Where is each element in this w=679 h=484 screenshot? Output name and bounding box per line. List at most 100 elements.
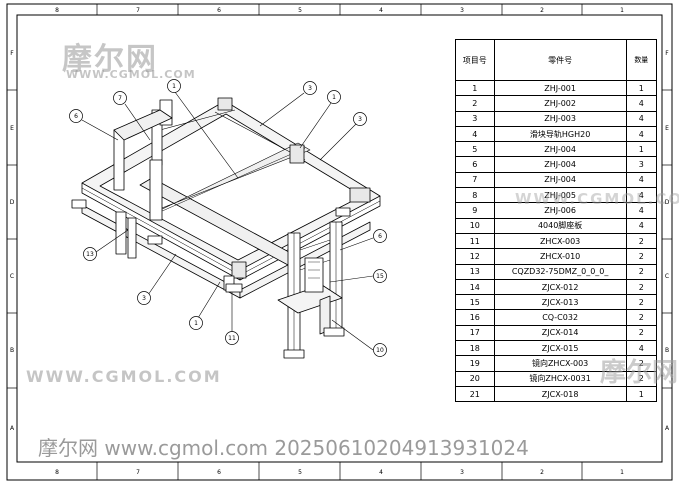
- bom-cell-index: 7: [455, 171, 495, 189]
- zone-bottom-2: 2: [540, 469, 544, 476]
- balloon-circle: [353, 112, 367, 126]
- balloon-label: 1: [194, 320, 198, 327]
- bom-cell-index: 1: [455, 79, 495, 97]
- zone-top-2: 2: [540, 7, 544, 14]
- balloon-label: 6: [378, 233, 382, 240]
- bom-cell-part: ZJCX-014: [493, 324, 627, 342]
- balloon-label: 15: [376, 273, 384, 280]
- frame-assembly: [71, 97, 381, 359]
- bom-cell-index: 5: [455, 141, 495, 158]
- bom-cell-qty: 2: [625, 309, 658, 326]
- bom-cell-part: ZHJ-003: [493, 110, 627, 127]
- bom-cell-index: 17: [455, 324, 495, 342]
- bom-cell-part: ZJCX-012: [493, 278, 627, 296]
- bom-cell-qty: 2: [625, 294, 658, 311]
- bom-cell-part: ZHJ-004: [493, 156, 627, 173]
- watermark-logo: 摩尔网: [600, 358, 679, 388]
- balloon-label: 3: [142, 295, 146, 302]
- zone-top-6: 6: [217, 7, 221, 14]
- zone-right-B: B: [665, 347, 669, 354]
- watermark-footer: 摩尔网 www.cgmol.com 20250610204913931024: [38, 436, 529, 460]
- bom-cell-qty: 2: [625, 324, 658, 342]
- bom-cell-qty: 1: [625, 141, 658, 158]
- bom-cell-qty: 4: [625, 125, 658, 143]
- zone-bottom-5: 5: [298, 469, 302, 476]
- bom-cell-index: 15: [455, 294, 495, 311]
- balloon-circle: [113, 91, 127, 105]
- watermark-site: WWW.CGMOL.COM: [515, 190, 679, 208]
- bom-cell-qty: 2: [625, 232, 658, 250]
- bom-cell-part: 滑块导轨HGH20: [493, 125, 627, 143]
- zone-top-1: 1: [620, 7, 624, 14]
- bom-cell-part: ZHJ-004: [493, 171, 627, 189]
- zone-right-F: F: [665, 50, 669, 57]
- leg-left-2: [127, 217, 137, 259]
- balloon-circle: [189, 316, 203, 330]
- watermark-logo: 摩尔网: [62, 42, 158, 77]
- balloon-label: 3: [308, 85, 312, 92]
- bom-cell-part: ZHCX-010: [493, 248, 627, 265]
- balloon-circle: [303, 81, 317, 95]
- zone-left-F: F: [10, 50, 14, 57]
- balloon-circle: [137, 291, 151, 305]
- zone-right-A: A: [665, 425, 670, 432]
- balloon-circle: [373, 269, 387, 283]
- balloon-circle: [373, 343, 387, 357]
- leg-left: [115, 211, 127, 255]
- bom-cell-index: 13: [455, 263, 495, 280]
- zone-ticks: [7, 4, 672, 480]
- balloon-label: 1: [172, 83, 176, 90]
- bom-cell-part: ZJCX-013: [493, 294, 627, 311]
- balloon-label: 3: [358, 116, 362, 123]
- bom-cell-index: 8: [455, 187, 495, 204]
- bom-cell-index: 20: [455, 370, 495, 387]
- zone-bottom-4: 4: [379, 469, 383, 476]
- zone-right-E: E: [665, 125, 669, 132]
- balloon-circle: [373, 229, 387, 243]
- bom-header-qty: 数量: [625, 39, 658, 81]
- zone-top-3: 3: [460, 7, 464, 14]
- bom-cell-index: 14: [455, 278, 495, 296]
- bom-cell-index: 6: [455, 156, 495, 173]
- bom-cell-qty: 2: [625, 248, 658, 265]
- inner-border: [16, 14, 663, 463]
- bom-cell-index: 18: [455, 340, 495, 357]
- zone-left-E: E: [10, 125, 14, 132]
- bom-header-row: 项目号 零件号 数量: [455, 39, 658, 81]
- bom-cell-qty: 4: [625, 217, 658, 234]
- zone-bottom-6: 6: [217, 469, 221, 476]
- bom-cell-qty: 2: [625, 263, 658, 280]
- bom-cell-part: ZHJ-001: [493, 79, 627, 97]
- zone-bottom-8: 8: [55, 469, 59, 476]
- zone-right-D: D: [665, 199, 670, 206]
- bom-cell-part: ZJCX-018: [493, 385, 627, 403]
- zone-bottom-1: 1: [620, 469, 624, 476]
- zone-left-D: D: [10, 199, 15, 206]
- leader-lines: [81, 91, 374, 351]
- zone-left-B: B: [10, 347, 14, 354]
- bom-cell-index: 3: [455, 110, 495, 127]
- balloon-label: 11: [228, 335, 236, 342]
- bom-header-part: 零件号: [493, 39, 627, 81]
- bom-cell-index: 16: [455, 309, 495, 326]
- balloon-circle: [327, 90, 341, 104]
- zone-left-C: C: [10, 273, 14, 280]
- outer-border: [6, 3, 673, 481]
- bom-cell-qty: 2: [625, 278, 658, 296]
- bom-cell-qty: 4: [625, 171, 658, 189]
